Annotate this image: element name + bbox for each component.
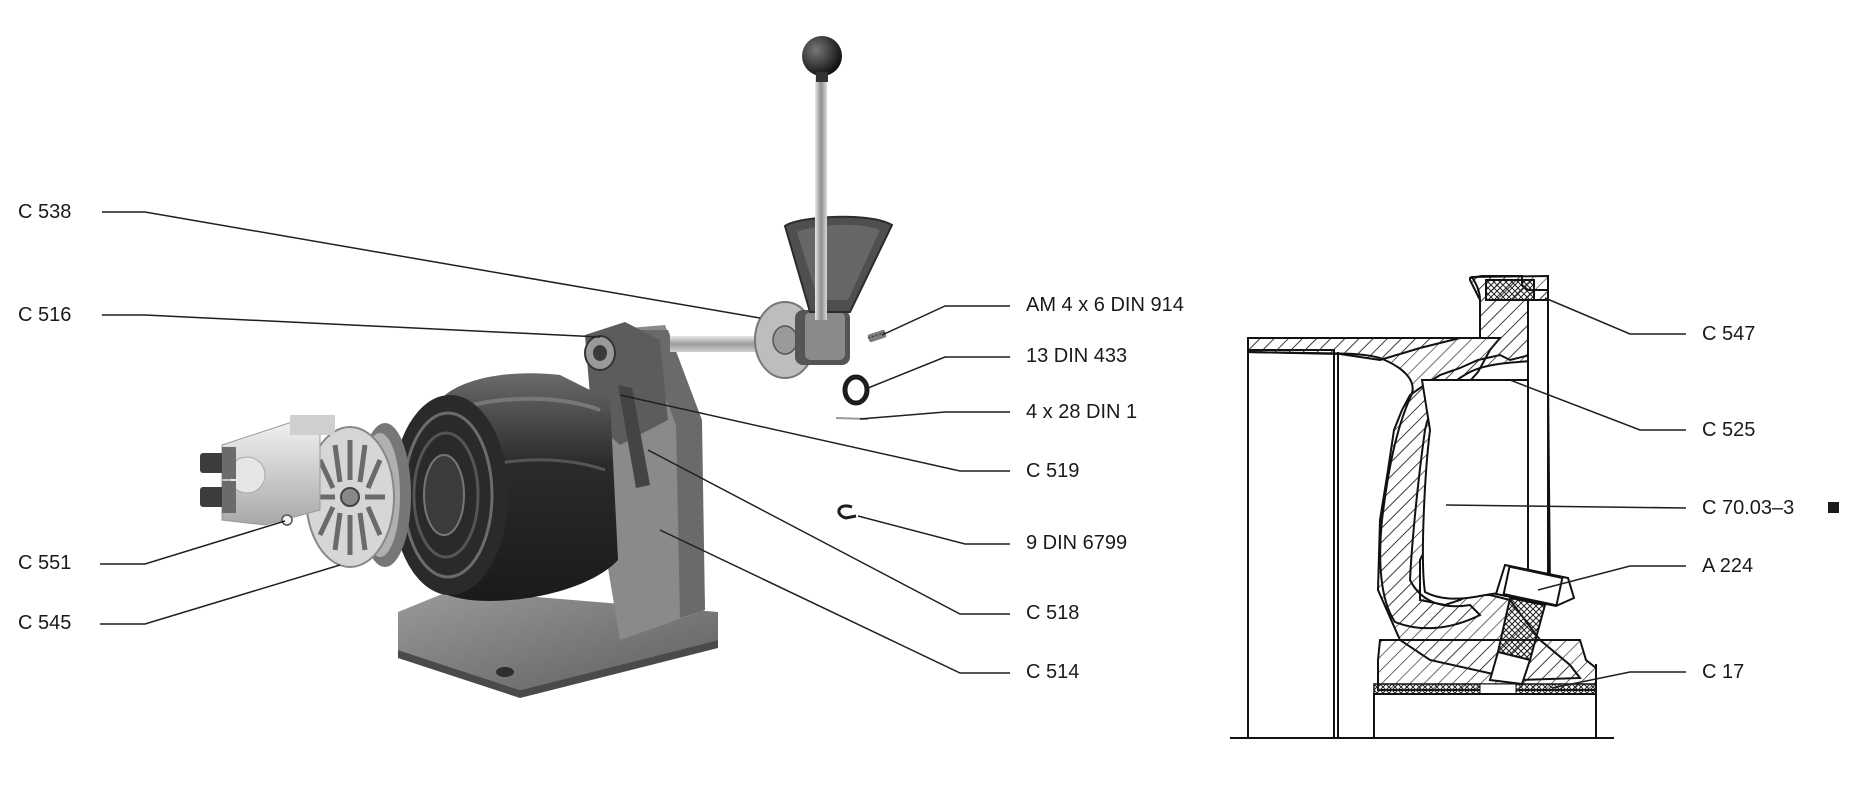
leader-am4x6 [881, 305, 1010, 336]
motor-assembly-illustration [200, 36, 894, 698]
groove-c547 [1485, 279, 1535, 301]
label-c538: C 538 [18, 201, 72, 223]
leader-din1 [859, 411, 1010, 420]
label-c7003: C 70.03–3 [1702, 497, 1795, 519]
leader-c518 [647, 449, 1010, 615]
leader-c514 [659, 529, 1010, 674]
lever-knob [802, 36, 842, 76]
label-c519: C 519 [1026, 460, 1080, 482]
leader-c525 [1509, 379, 1686, 431]
label-din6799: 9 DIN 6799 [1026, 532, 1128, 554]
leader-c519 [619, 394, 1010, 472]
washer-part [842, 374, 870, 406]
retaining-clip-part [837, 504, 857, 520]
leader-a224 [1537, 565, 1686, 591]
grease-nipple-a224 [1488, 563, 1576, 686]
leader-din6799 [857, 515, 1010, 545]
label-c547: C 547 [1702, 323, 1756, 345]
leader-c538 [102, 211, 761, 319]
label-c17: C 17 [1702, 661, 1745, 683]
label-din433: 13 DIN 433 [1026, 345, 1128, 367]
leader-c516 [102, 314, 601, 338]
label-c518: C 518 [1026, 602, 1080, 624]
leader-c545 [100, 564, 341, 625]
label-c514: C 514 [1026, 661, 1080, 683]
leader-lines [100, 211, 1687, 689]
set-screw-part [867, 329, 887, 343]
leader-c7003 [1445, 504, 1687, 509]
leader-c17 [1551, 671, 1686, 689]
lever-rod [815, 70, 827, 320]
leader-c551 [100, 520, 286, 565]
lever-c518 [618, 385, 650, 488]
marker-square-icon [1828, 502, 1839, 513]
label-a224: A 224 [1702, 555, 1754, 577]
label-am4x6: AM 4 x 6 DIN 914 [1026, 294, 1184, 316]
cross-section-drawing [1230, 274, 1614, 739]
label-c516: C 516 [18, 304, 72, 326]
leader-din433 [867, 356, 1010, 389]
label-c551: C 551 [18, 552, 72, 574]
label-c545: C 545 [18, 612, 72, 634]
leader-c547 [1544, 297, 1686, 335]
label-din1: 4 x 28 DIN 1 [1026, 401, 1138, 423]
label-c525: C 525 [1702, 419, 1756, 441]
